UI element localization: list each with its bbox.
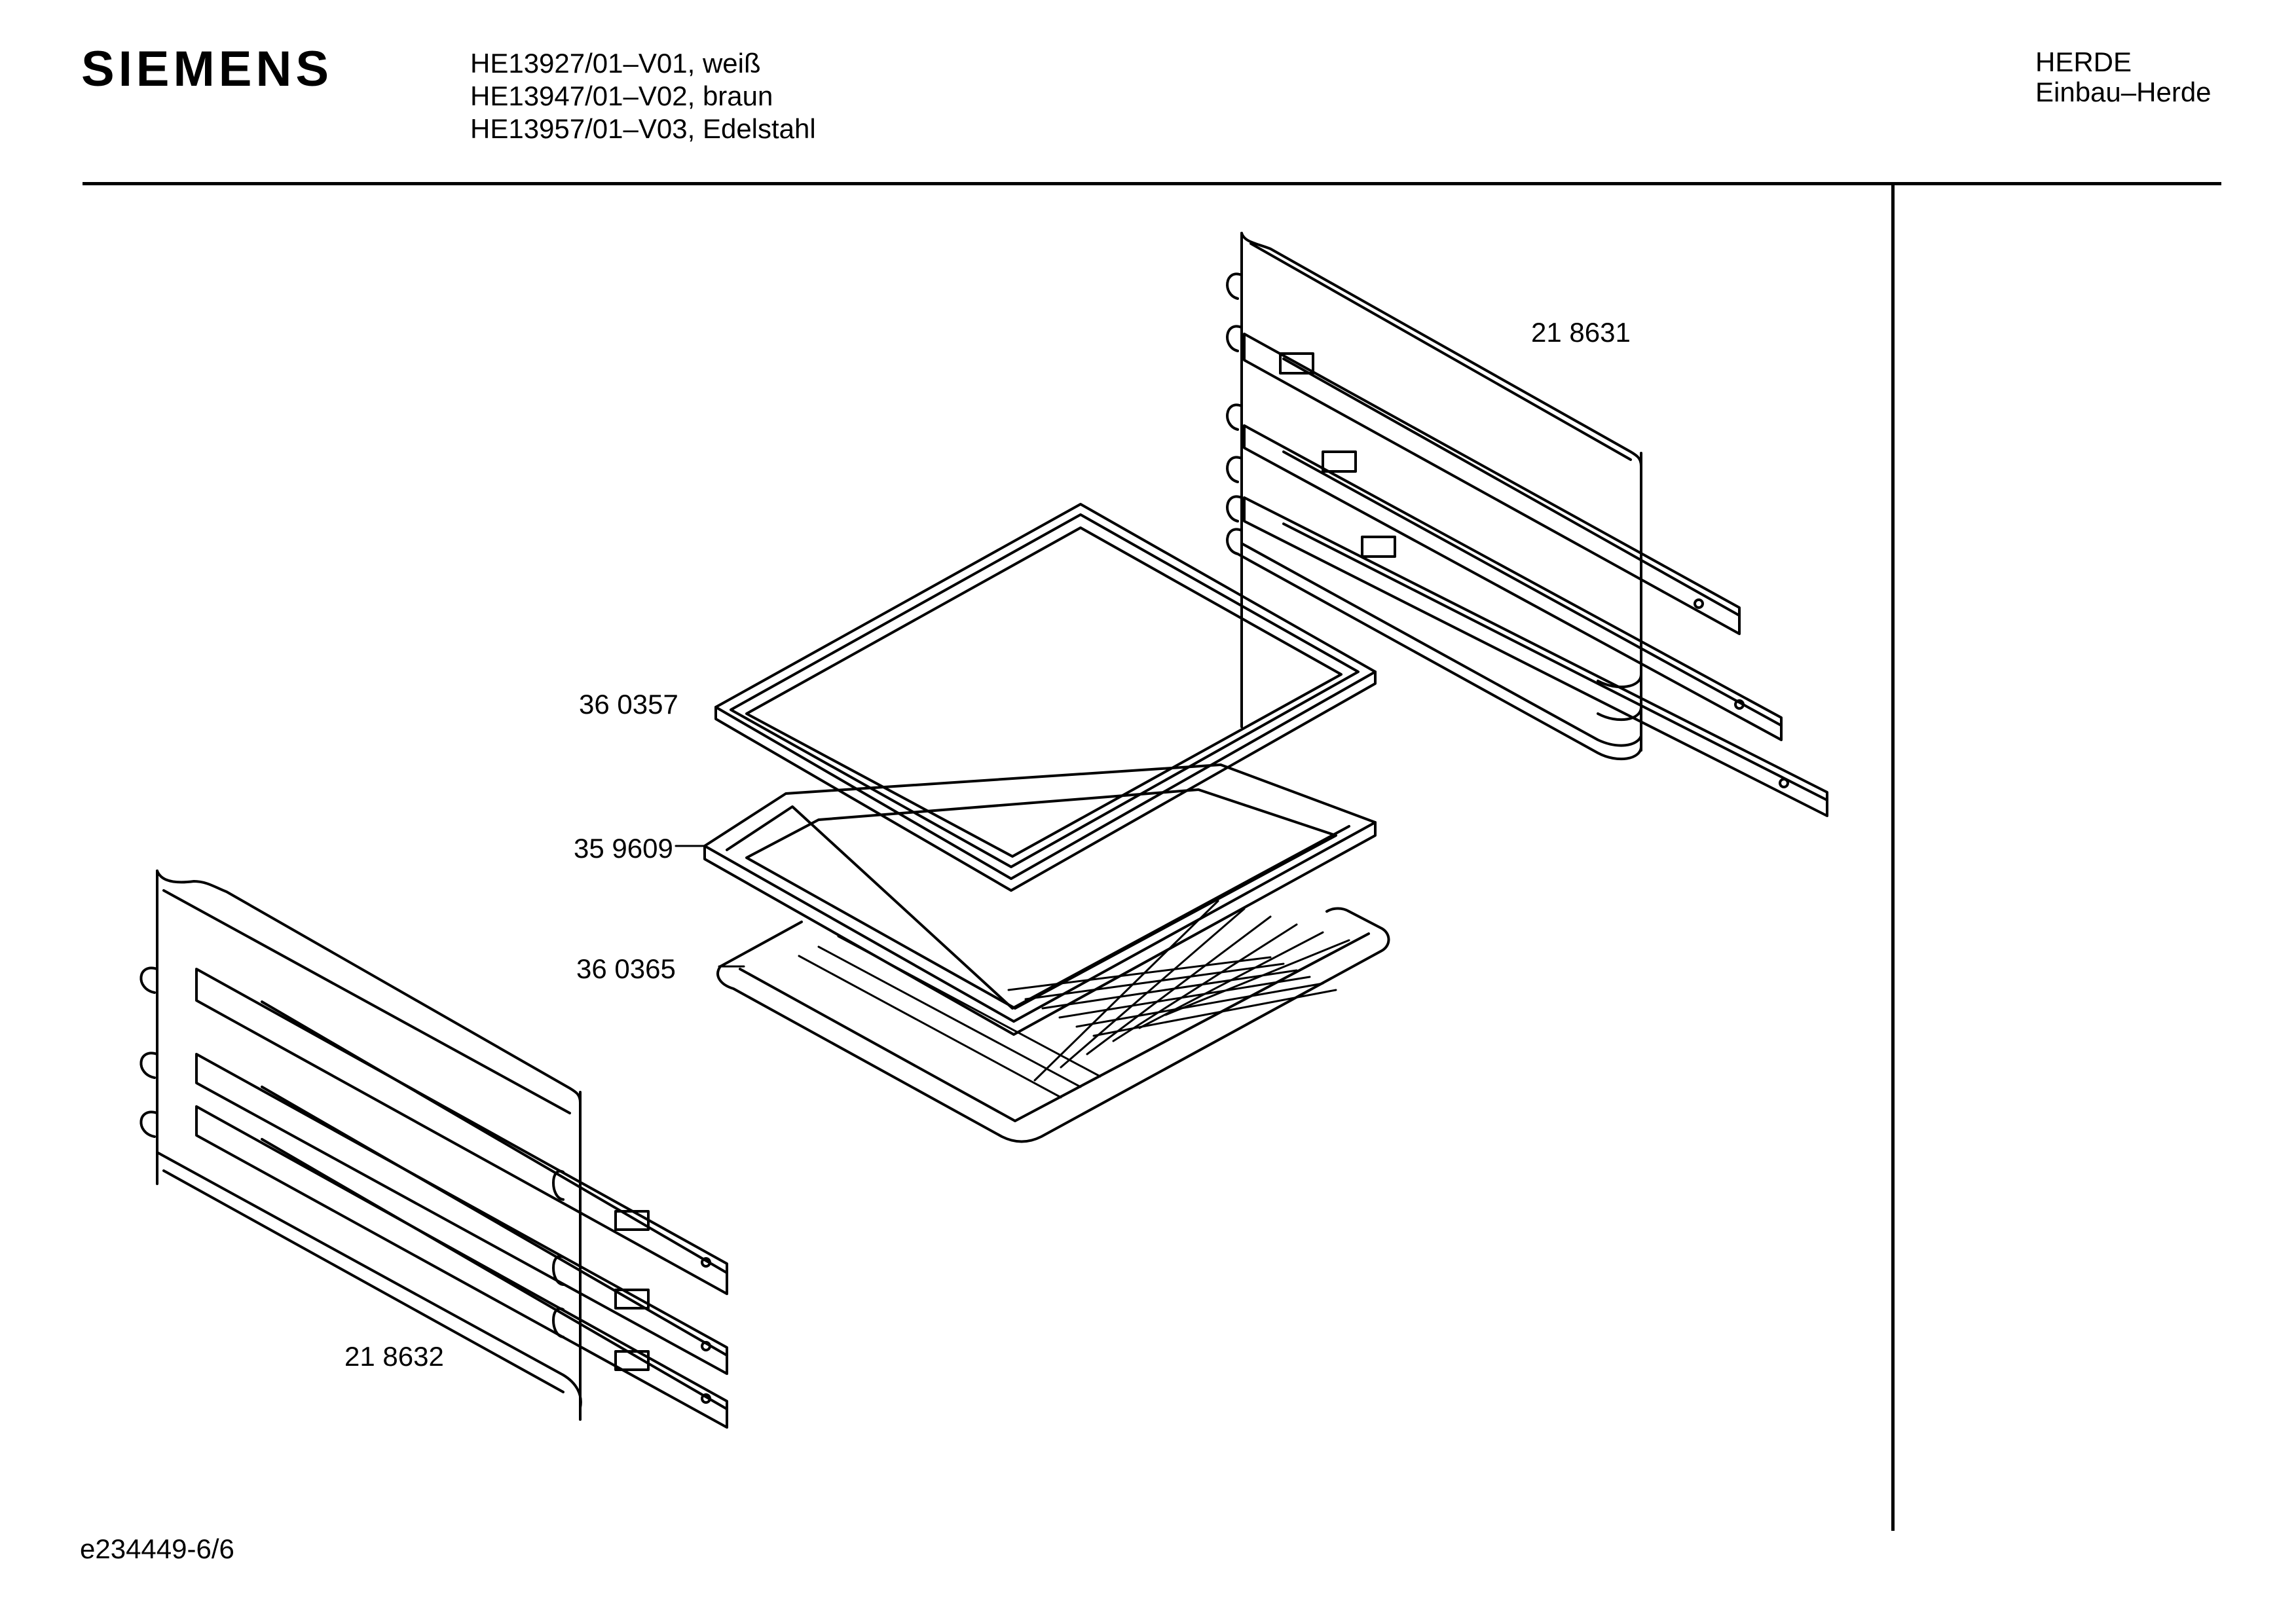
rack-right-hook-1: [1226, 272, 1243, 300]
rack-right-bottom-rail: [1226, 528, 1642, 761]
enamel-tray-outer: [703, 763, 1377, 1023]
document-id: e234449-6/6: [80, 1533, 234, 1564]
rack-left-hook-3: [139, 1110, 158, 1138]
baking-tray[interactable]: [714, 503, 1377, 892]
telescopic-rail-left-2: [195, 1053, 728, 1375]
rack-left-bottom-rail: [156, 1151, 582, 1409]
rack-left-hook-2: [139, 1052, 158, 1079]
model-line: HE13947/01–V02, braun: [470, 81, 773, 111]
category-block: HERDE Einbau–Herde: [2035, 47, 2212, 107]
rack-left-top-rail: [156, 870, 582, 1104]
part-label-grill-rack[interactable]: 36 0365: [576, 953, 676, 984]
rack-right-top-rail: [1240, 232, 1642, 467]
rail-hole: [1734, 699, 1745, 710]
rail-clip: [1322, 450, 1357, 473]
category-title: HERDE: [2035, 46, 2132, 77]
telescopic-rail-right-2: [1243, 424, 1783, 741]
rack-left-hook-1: [139, 966, 158, 994]
telescopic-rail-left-1: [195, 968, 728, 1295]
telescopic-rail-left-3-inner: [261, 1138, 728, 1410]
rail-latch: [552, 1255, 565, 1286]
telescopic-rail-left-3: [195, 1105, 728, 1429]
category-subtitle: Einbau–Herde: [2035, 77, 2212, 107]
rack-right-mid-bend-1: [1597, 673, 1642, 689]
rail-clip: [1361, 536, 1396, 558]
enamel-tray-floor: [745, 788, 1337, 1010]
rail-hole: [701, 1341, 711, 1351]
model-line: HE13927/01–V01, weiß: [470, 48, 761, 79]
side-rack-left[interactable]: [139, 870, 728, 1429]
rail-hole: [1694, 598, 1704, 609]
rail-hole: [701, 1393, 711, 1404]
grill-outer-frame-top: [719, 921, 803, 968]
rail-clip: [1279, 352, 1314, 375]
rail-latch: [552, 1169, 565, 1201]
part-label-rack-left[interactable]: 21 8632: [344, 1341, 444, 1372]
telescopic-rail-right-3: [1243, 496, 1828, 817]
model-list: HE13927/01–V01, weiß HE13947/01–V02, bra…: [470, 47, 816, 145]
rail-hole: [1779, 778, 1789, 788]
rack-right-bottom-rail-inner: [1240, 542, 1642, 747]
right-margin-divider: [1891, 182, 1895, 1531]
telescopic-rail-right-1: [1243, 333, 1741, 635]
telescopic-rail-left-2-inner: [261, 1086, 728, 1357]
rail-hole: [701, 1257, 711, 1268]
part-label-enamel-tray[interactable]: 35 9609: [574, 833, 673, 864]
grill-rack[interactable]: [716, 900, 1390, 1143]
enamel-tray-depth: [703, 821, 1377, 1036]
grill-bars: [798, 900, 1350, 1099]
model-line: HE13957/01–V03, Edelstahl: [470, 113, 816, 144]
tray-side-depth: [714, 670, 1377, 892]
grill-outer-frame: [716, 907, 1390, 1143]
rail-clip: [614, 1289, 650, 1310]
rail-clip: [614, 1210, 650, 1231]
brand-logo: SIEMENS: [81, 41, 333, 97]
rack-right-hook-3: [1226, 403, 1243, 431]
telescopic-rail-left-1-inner: [261, 1000, 728, 1274]
tray-inner-rim: [730, 513, 1360, 868]
rack-right-hook-5: [1226, 495, 1243, 522]
telescopic-rail-right-2-inner: [1282, 450, 1783, 727]
rack-left-top-rail-inner: [162, 889, 571, 1114]
rack-right-mid-bend-2: [1597, 706, 1642, 722]
enamel-tray-inner: [726, 805, 1350, 1010]
rack-right-hook-4: [1226, 456, 1243, 483]
tray-inner-floor: [745, 526, 1342, 858]
telescopic-rail-right-1-inner: [1282, 357, 1741, 617]
side-rack-right[interactable]: [1226, 232, 1828, 817]
header-divider: [83, 182, 2221, 185]
rack-left-bottom-rail-inner: [162, 1169, 565, 1393]
part-label-rack-right[interactable]: 21 8631: [1531, 317, 1631, 348]
rail-latch: [552, 1307, 565, 1338]
telescopic-rail-right-3-inner: [1282, 522, 1828, 801]
rail-clip: [614, 1350, 650, 1371]
rack-right-hook-2: [1226, 325, 1243, 352]
part-label-baking-tray[interactable]: 36 0357: [579, 689, 678, 720]
rack-right-top-rail-inner: [1250, 242, 1632, 461]
enamel-tray[interactable]: [703, 763, 1377, 1036]
